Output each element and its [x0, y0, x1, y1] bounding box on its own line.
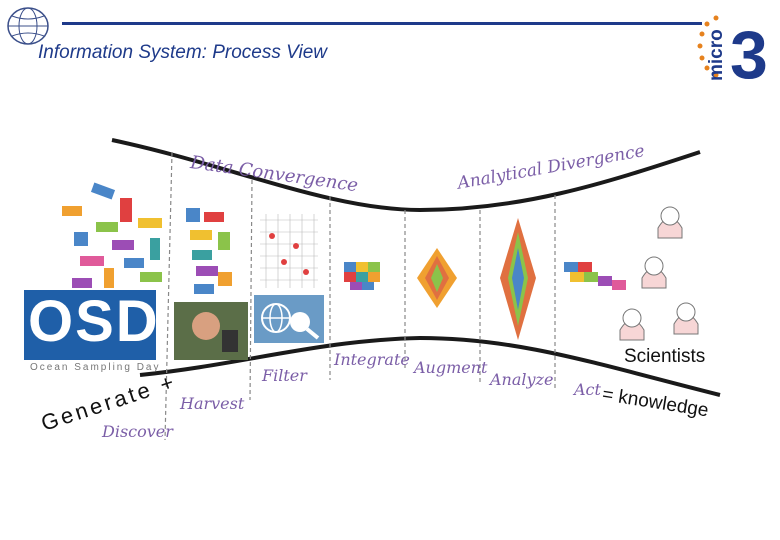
- analyzed-data-column: [500, 218, 536, 340]
- step-act: Act: [574, 380, 601, 399]
- scattered-data-pieces: [62, 182, 162, 288]
- step-filter: Filter: [262, 366, 307, 385]
- scientist-figures: [619, 206, 699, 341]
- brand-text: micro: [706, 29, 727, 81]
- act-data-pieces: [564, 262, 626, 290]
- globe-search-icon: [254, 295, 324, 343]
- step-discover: Discover: [102, 422, 173, 441]
- separator-discover: [164, 151, 173, 441]
- page-title: Information System: Process View: [38, 42, 327, 63]
- separator-harvest: [249, 179, 253, 401]
- osd-logo-text: OSD: [28, 289, 160, 354]
- scientists-label: Scientists: [624, 346, 706, 367]
- integrated-data-block: [344, 262, 380, 290]
- funnel-bottom-curve: [139, 335, 721, 397]
- osd-logo-background: [24, 290, 156, 360]
- step-integrate: Integrate: [334, 350, 410, 369]
- brand-number: 3: [730, 17, 768, 88]
- micro3-logo-icon: micro 3: [697, 15, 768, 88]
- funnel-top-curve: [111, 138, 701, 213]
- augmented-data-pyramid: [417, 248, 457, 308]
- step-harvest: Harvest: [180, 394, 245, 413]
- header-divider: [62, 22, 702, 25]
- osd-subtitle: Ocean Sampling Day: [30, 362, 161, 373]
- filter-grid: [260, 214, 318, 288]
- globe-logo-icon: [7, 7, 49, 45]
- harvested-data-pieces: [186, 208, 232, 294]
- step-augment: Augment: [414, 358, 488, 377]
- step-analyze: Analyze: [490, 370, 554, 389]
